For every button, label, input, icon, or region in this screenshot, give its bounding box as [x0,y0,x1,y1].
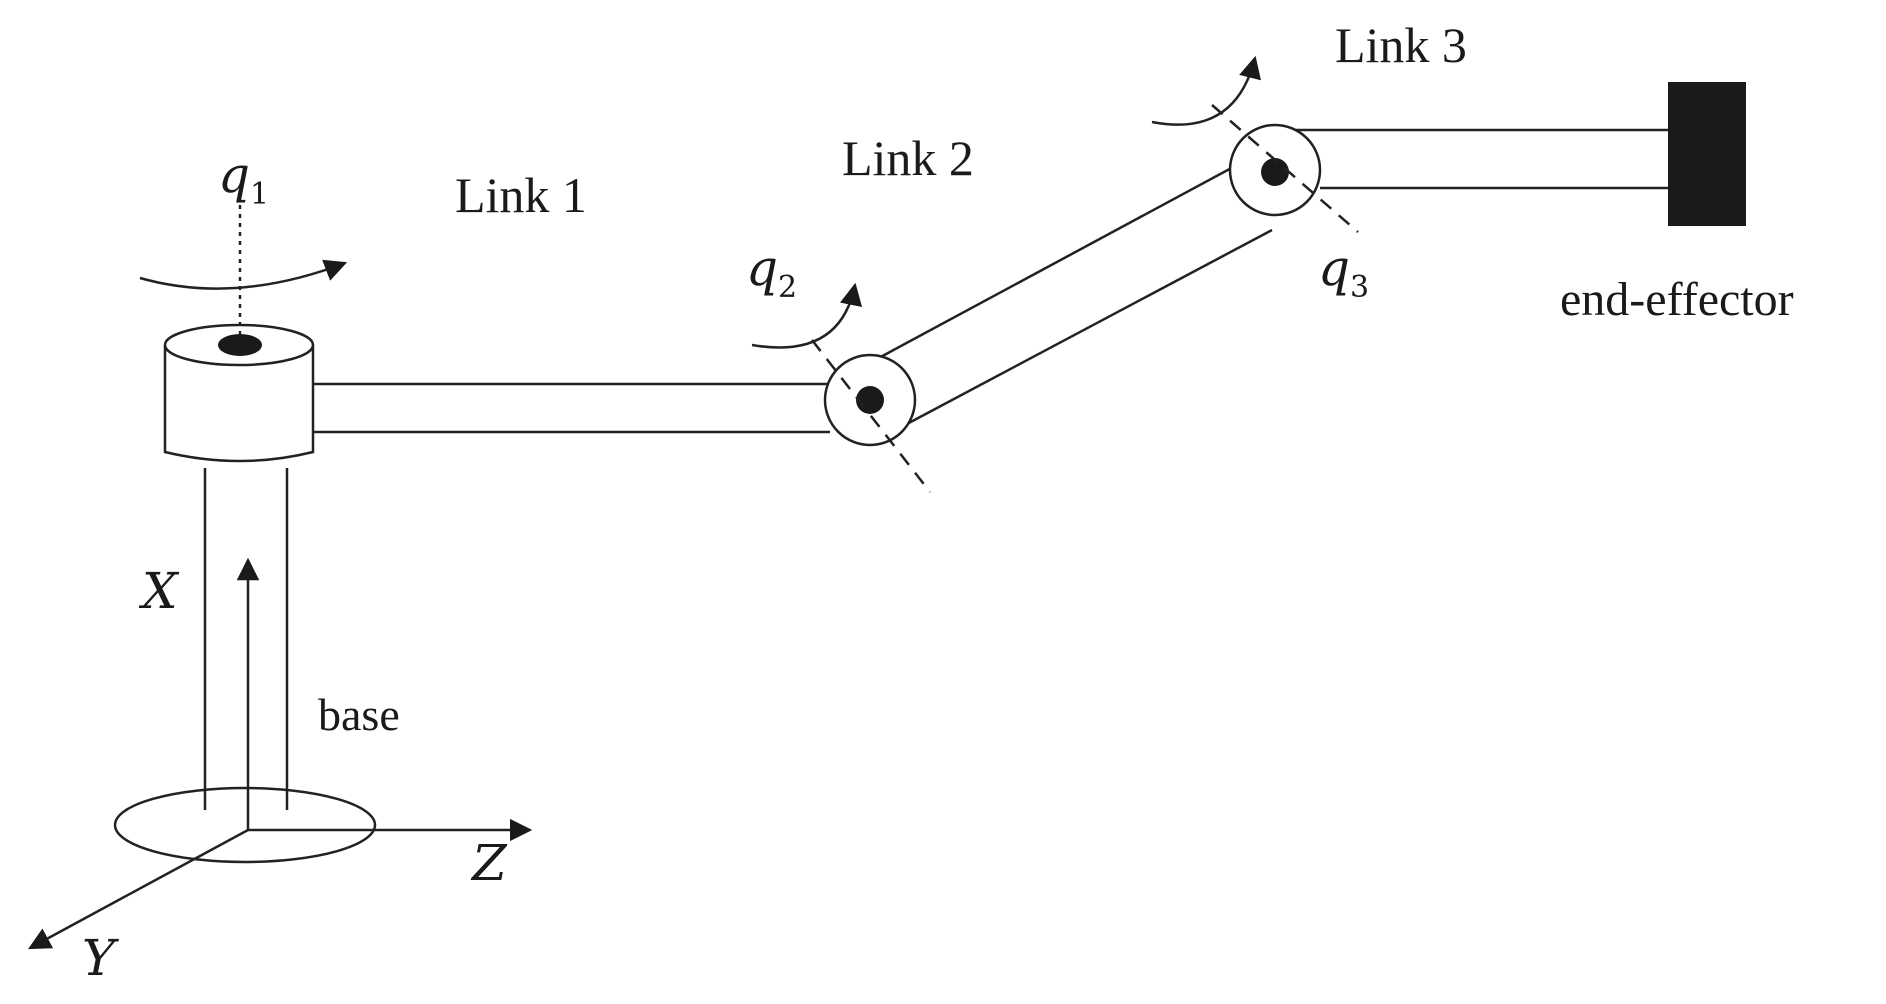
link-2-bar [874,163,1273,427]
q3-label: q3 [1318,239,1369,305]
joint-3 [1151,55,1359,233]
q1-label: q1 [218,146,269,212]
joint-3-inner [1261,158,1289,186]
q2-symbol: q [746,239,778,297]
joint-2 [751,282,931,493]
z-axis-label: Z [470,834,508,892]
q2-subscript: 2 [778,270,797,305]
coordinate-frame [28,557,533,950]
q2-label: q2 [746,239,797,305]
q1-symbol: q [218,146,250,204]
joint-1-axis-dot [218,334,262,356]
link-1-label: Link 1 [455,167,587,223]
joint-2-rotation-arrow [751,282,863,349]
q3-subscript: 3 [1350,270,1369,305]
end-effector-block [1668,82,1746,226]
base-plate [113,786,377,864]
x-axis-label: X [138,562,180,620]
y-axis-line [28,828,249,950]
joint-3-axis-dashed [1211,104,1359,233]
link-3-bar [1275,128,1668,190]
base [113,468,377,864]
joint-2-inner [856,386,884,414]
end-effector-label: end-effector [1560,273,1794,326]
joint-1 [139,205,348,463]
q1-subscript: 1 [250,177,269,212]
q3-symbol: q [1318,239,1350,297]
joint-1-cylinder-body [163,345,315,463]
link-1-bar [313,382,830,434]
joint-2-axis-dashed [811,339,931,493]
joint-1-rotation-arrow [139,259,348,290]
y-axis-label: Y [82,929,119,987]
joint-3-rotation-arrow [1151,55,1261,126]
link-3-label: Link 3 [1335,17,1467,73]
base-label: base [318,689,400,740]
link-2-label: Link 2 [842,130,974,186]
